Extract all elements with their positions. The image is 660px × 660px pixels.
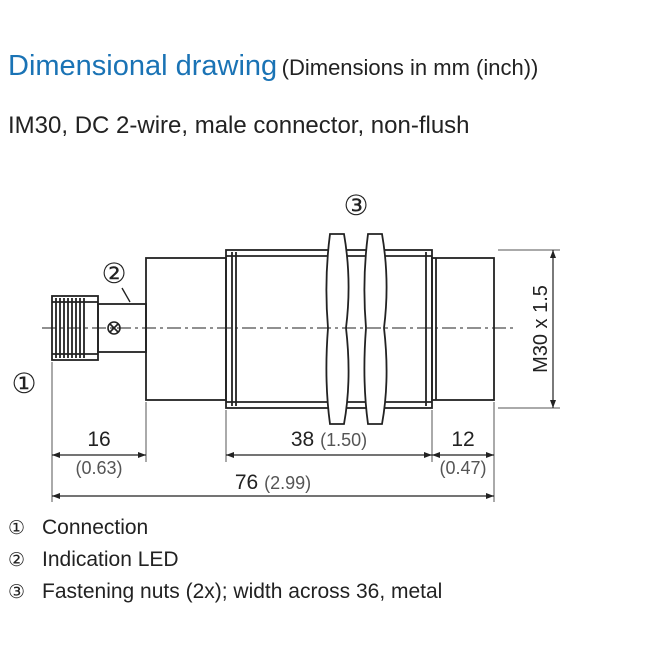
drawing-title: Dimensional drawing (8, 50, 278, 82)
legend-num: ③ (8, 582, 26, 603)
dim-line-diameter (550, 250, 556, 408)
legend-num: ② (8, 550, 26, 571)
dim-total-inch: (2.99) (264, 473, 311, 493)
legend: ① Connection ② Indication LED ③ Fastening n… (8, 512, 442, 608)
dim-line-thread (226, 452, 432, 458)
legend-text: Indication LED (42, 548, 179, 571)
heading: Dimensional drawing (Dimensions in mm (i… (8, 50, 538, 83)
legend-text: Connection (42, 516, 149, 539)
drawing-subtitle: (Dimensions in mm (inch)) (281, 55, 539, 80)
nut-right (363, 233, 388, 425)
legend-item-connection: ① Connection (8, 512, 442, 544)
dim-total-label: 76 (2.99) (235, 471, 311, 494)
rear-housing (145, 257, 227, 401)
dim-sleeve-mm: 12 (451, 428, 474, 451)
legend-item-led: ② Indication LED (8, 544, 442, 576)
dim-thread-mm: 38 (291, 428, 314, 451)
callout-led: ② (101, 258, 126, 289)
front-sleeve (431, 257, 495, 401)
dim-thread-diameter: M30 x 1.5 (530, 285, 552, 373)
dim-thread-inch: (1.50) (320, 430, 367, 450)
dim-line-total (52, 493, 494, 499)
nut-left (325, 233, 350, 425)
dim-total-mm: 76 (235, 471, 258, 494)
dim-connector-inch: (0.63) (75, 458, 122, 478)
product-variant: IM30, DC 2-wire, male connector, non-flu… (8, 112, 470, 139)
dim-sleeve-inch: (0.47) (439, 458, 486, 478)
dim-connector-mm: 16 (87, 428, 110, 451)
legend-text: Fastening nuts (2x); width across 36, me… (42, 580, 443, 603)
callout-led-leader (121, 287, 131, 303)
legend-item-nuts: ③ Fastening nuts (2x); width across 36, m… (8, 576, 442, 608)
dim-line-sleeve (432, 452, 494, 458)
dim-thread-label: 38 (1.50) (291, 428, 367, 451)
dim-line-connector (52, 452, 146, 458)
extension-lines (51, 249, 560, 502)
callout-connection: ① (11, 368, 36, 399)
callout-nuts: ③ (343, 190, 368, 221)
led-marker (107, 321, 121, 335)
legend-num: ① (8, 518, 26, 539)
fastening-nuts (325, 233, 388, 425)
